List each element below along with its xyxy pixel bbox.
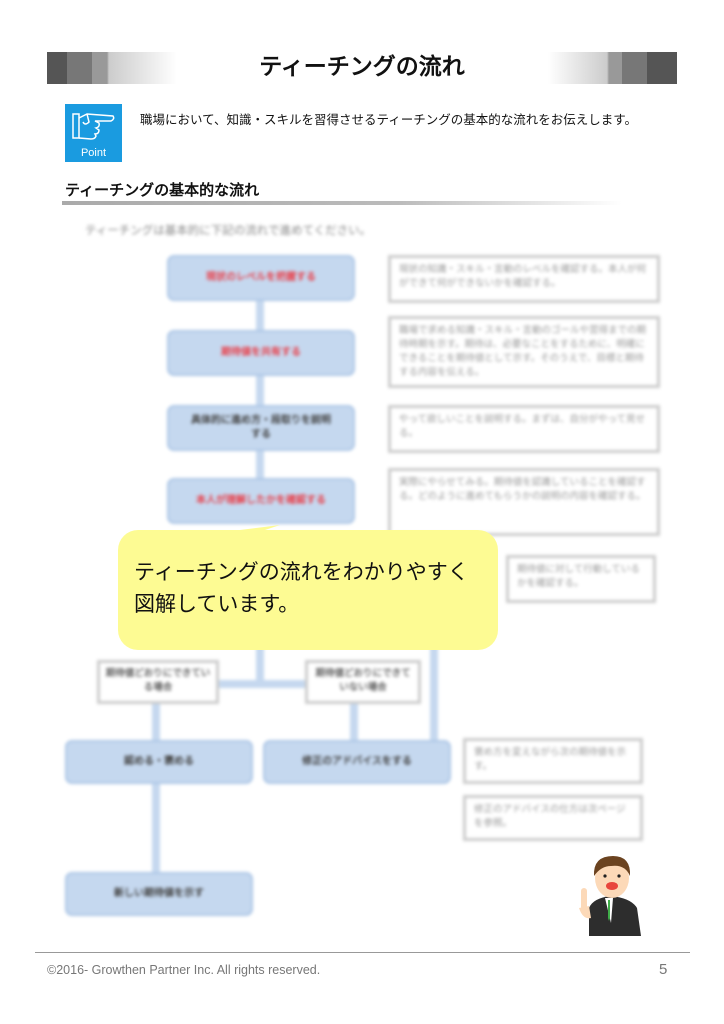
flow-next: 新しい期待値を示す bbox=[65, 872, 253, 916]
header-decoration-left bbox=[47, 52, 177, 84]
flow-connector bbox=[350, 700, 358, 745]
flow-connector bbox=[155, 680, 355, 688]
flow-connector bbox=[256, 640, 264, 685]
flow-note: 職場で求める知識・スキル・言動のゴールや習得までの期待時期を示す。期待は、必要な… bbox=[388, 316, 660, 388]
flow-step: 期待値を共有する bbox=[167, 330, 355, 376]
flow-step: 現状のレベルを把握する bbox=[167, 255, 355, 301]
flow-note: 実際にやらせてみる。期待値を認識していることを確認する。どのように進めてもらうか… bbox=[388, 468, 660, 536]
flow-note: やって欲しいことを説明する。まずは、自分がやって見せる。 bbox=[388, 405, 660, 453]
advice-note: 修正のアドバイスの仕方は次ページを参照。 bbox=[463, 795, 643, 841]
section-lead: ティーチングは基本的に下記の流れで進めてください。 bbox=[85, 223, 372, 237]
page-title: ティーチングの流れ bbox=[259, 54, 465, 80]
branch-failure: 期待値どおりにできていない場合 bbox=[305, 660, 421, 704]
flow-praise: 認める・褒める bbox=[65, 740, 253, 784]
page-number: 5 bbox=[659, 961, 668, 978]
footer-divider bbox=[35, 952, 690, 953]
advice-note: 褒め方を変えながら次の期待値を示す。 bbox=[463, 738, 643, 784]
branch-success: 期待値どおりにできている場合 bbox=[97, 660, 219, 704]
copyright: ©2016- Growthen Partner Inc. All rights … bbox=[47, 963, 321, 977]
pointing-hand-icon bbox=[72, 113, 115, 140]
flow-connector bbox=[256, 298, 264, 488]
section-heading: ティーチングの基本的な流れ bbox=[65, 181, 260, 199]
intro-text: 職場において、知識・スキルを習得させるティーチングの基本的な流れをお伝えします。 bbox=[140, 112, 638, 127]
callout-bubble: ティーチングの流れをわかりやすく図解しています。 bbox=[118, 530, 498, 650]
flow-advice: 修正のアドバイスをする bbox=[263, 740, 451, 784]
flow-step: 本人が理解したかを確認する bbox=[167, 478, 355, 524]
flow-step: 具体的に進め方・段取りを説明する bbox=[167, 405, 355, 451]
flow-note: 現状の知識・スキル・言動のレベルを確認する。本人が何ができて何ができないかを確認… bbox=[388, 255, 660, 303]
point-label: Point bbox=[80, 147, 107, 159]
section-underline bbox=[62, 201, 622, 205]
flow-connector bbox=[152, 700, 160, 880]
flow-note: 期待値に対して行動しているかを確認する。 bbox=[506, 555, 656, 603]
flow-connector bbox=[430, 600, 438, 745]
point-badge: Point bbox=[65, 104, 122, 162]
businessman-illustration bbox=[579, 856, 641, 936]
header-decoration-right bbox=[548, 52, 677, 84]
